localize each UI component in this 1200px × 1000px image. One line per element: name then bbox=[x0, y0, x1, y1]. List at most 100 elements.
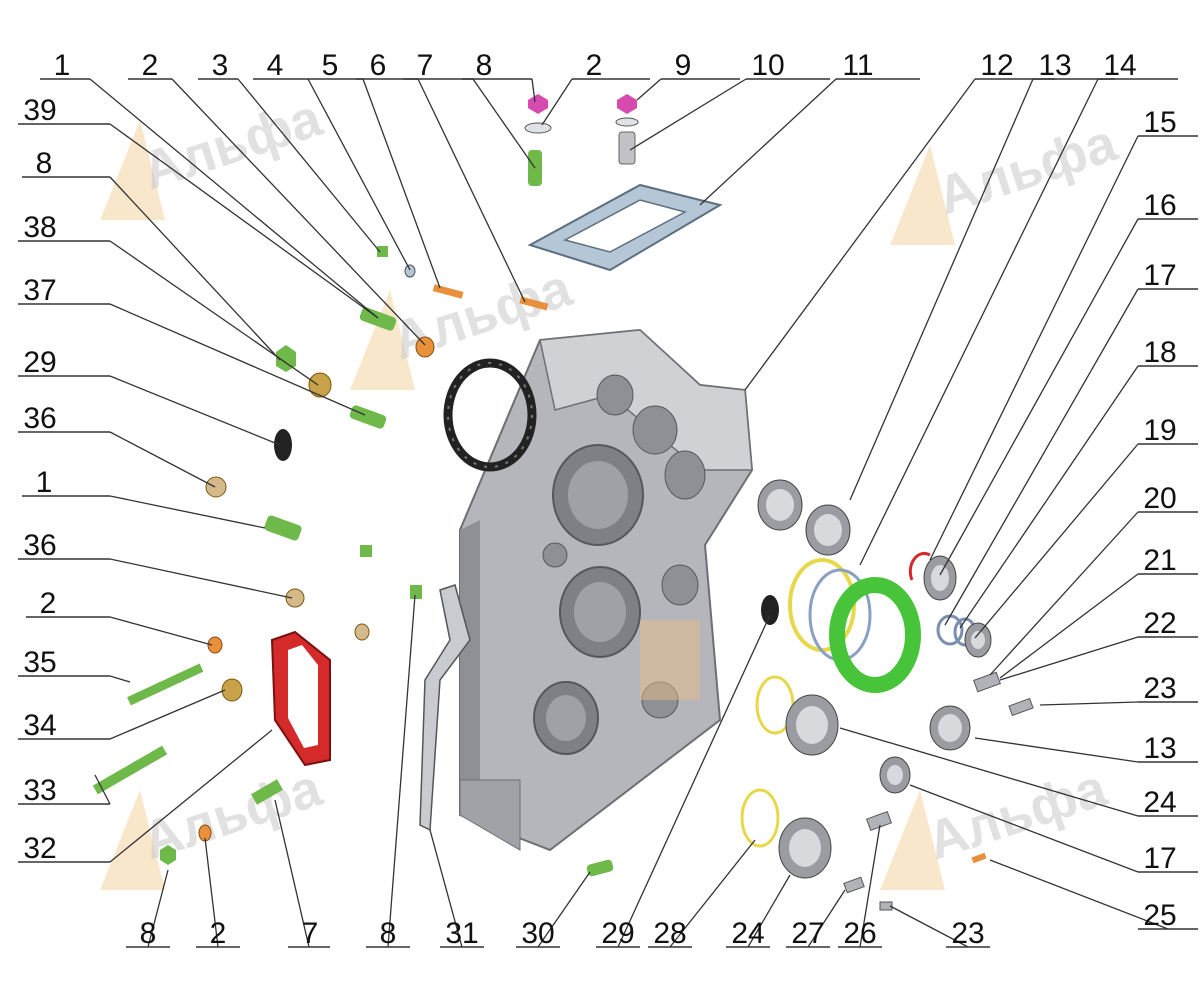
callout-number: 20 bbox=[1143, 482, 1176, 515]
plate-23-lower bbox=[879, 901, 893, 911]
callout-number: 38 bbox=[23, 211, 56, 244]
callout-number: 29 bbox=[23, 346, 56, 379]
leader-line bbox=[617, 614, 771, 948]
callout-number: 24 bbox=[1143, 786, 1176, 819]
callout: 6 bbox=[356, 49, 526, 303]
leader-line bbox=[109, 123, 379, 319]
leader-line bbox=[109, 375, 281, 446]
leader-line bbox=[636, 78, 662, 101]
callout-number: 8 bbox=[140, 917, 157, 950]
callout: 30 bbox=[516, 871, 591, 950]
callout: 25 bbox=[989, 859, 1198, 932]
leader-line bbox=[537, 871, 591, 948]
watermark-text: Альфа bbox=[930, 112, 1124, 226]
leader-line bbox=[307, 78, 411, 271]
leader-line bbox=[747, 874, 791, 948]
callout-number: 37 bbox=[23, 274, 56, 307]
callout: 2 bbox=[196, 837, 240, 950]
leader-line bbox=[944, 288, 1139, 626]
callout: 24 bbox=[726, 874, 791, 950]
bushing-12b bbox=[805, 504, 851, 556]
bolt-1-upper bbox=[359, 307, 397, 331]
seal-29 bbox=[761, 595, 779, 625]
leader-line bbox=[237, 78, 381, 253]
nut-8-center bbox=[410, 585, 422, 599]
callout: 4 bbox=[253, 49, 411, 271]
callout: 16 bbox=[939, 189, 1198, 576]
leader-line bbox=[629, 78, 747, 151]
snap-ring-28 bbox=[740, 788, 780, 848]
bolt-37 bbox=[349, 405, 387, 429]
leader-line bbox=[109, 616, 213, 646]
leader-line bbox=[171, 78, 426, 346]
callout: 5 bbox=[308, 49, 441, 289]
plate-27 bbox=[843, 876, 865, 894]
leader-line bbox=[387, 594, 416, 948]
callout-number: 21 bbox=[1143, 544, 1176, 577]
leader-line bbox=[889, 905, 969, 948]
watermark-text: Альфа bbox=[920, 757, 1114, 871]
callout-number: 2 bbox=[40, 587, 57, 620]
seal-29-left bbox=[274, 429, 292, 461]
callout-number: 19 bbox=[1143, 414, 1176, 447]
leader-line bbox=[89, 78, 379, 319]
callout-number: 4 bbox=[267, 49, 284, 82]
leader-line bbox=[472, 78, 536, 169]
callout: 12 bbox=[744, 49, 1055, 391]
callout: 9 bbox=[636, 49, 740, 101]
leader-line bbox=[109, 303, 366, 416]
callout-number: 12 bbox=[980, 49, 1013, 82]
leader-line bbox=[839, 727, 1139, 817]
nut-8-top bbox=[528, 94, 548, 114]
leader-line bbox=[859, 78, 1099, 566]
callout: 26 bbox=[838, 824, 882, 950]
callout: 8 bbox=[126, 869, 170, 950]
callout: 8 bbox=[366, 594, 416, 950]
callout-number: 28 bbox=[653, 917, 686, 950]
leader-line bbox=[429, 829, 463, 948]
pin-7-lower bbox=[251, 779, 283, 805]
callout-number: 1 bbox=[36, 466, 53, 499]
stud-6 bbox=[519, 296, 549, 311]
bolt-35 bbox=[127, 663, 204, 706]
callout: 15 bbox=[929, 106, 1198, 561]
bushing-12a bbox=[757, 479, 803, 531]
leader-line bbox=[999, 636, 1139, 681]
leader-line bbox=[999, 573, 1139, 679]
washer-2-top bbox=[524, 122, 552, 134]
snap-ring-16 bbox=[908, 551, 931, 581]
leader-line bbox=[1039, 701, 1139, 706]
stud-5 bbox=[432, 284, 464, 299]
plate-26 bbox=[865, 810, 893, 832]
leader-line bbox=[929, 135, 1139, 561]
washer-10 bbox=[615, 117, 639, 127]
callout: 33 bbox=[18, 774, 111, 807]
callout-number: 15 bbox=[1143, 106, 1176, 139]
nut-mid bbox=[360, 545, 372, 557]
bushings-and-rings bbox=[740, 479, 1034, 911]
callout: 36 bbox=[18, 529, 293, 599]
callout-number: 2 bbox=[586, 49, 603, 82]
washer-36-upper bbox=[205, 476, 227, 498]
washer-mid bbox=[354, 623, 370, 641]
callout: 18 bbox=[959, 336, 1198, 629]
washer-36-lower bbox=[285, 588, 305, 608]
watermark-logo: Альфа bbox=[880, 757, 1114, 890]
pin-30 bbox=[586, 859, 614, 877]
leader-line bbox=[807, 889, 846, 948]
callout-number: 3 bbox=[212, 49, 229, 82]
ring-15-green bbox=[829, 577, 921, 693]
callout: 20 bbox=[989, 482, 1198, 676]
leader-line bbox=[541, 78, 573, 126]
callout-number: 7 bbox=[417, 49, 434, 82]
callout: 28 bbox=[648, 839, 756, 950]
callout-number: 11 bbox=[842, 49, 873, 82]
callout-number: 8 bbox=[380, 917, 397, 950]
leader-line bbox=[699, 78, 837, 206]
gasket-11 bbox=[527, 183, 723, 272]
callout: 32 bbox=[18, 729, 273, 865]
plate-22 bbox=[973, 671, 1001, 693]
leader-line bbox=[989, 859, 1169, 930]
callout: 37 bbox=[18, 274, 366, 416]
watermark-logo: Альфа bbox=[890, 112, 1124, 245]
